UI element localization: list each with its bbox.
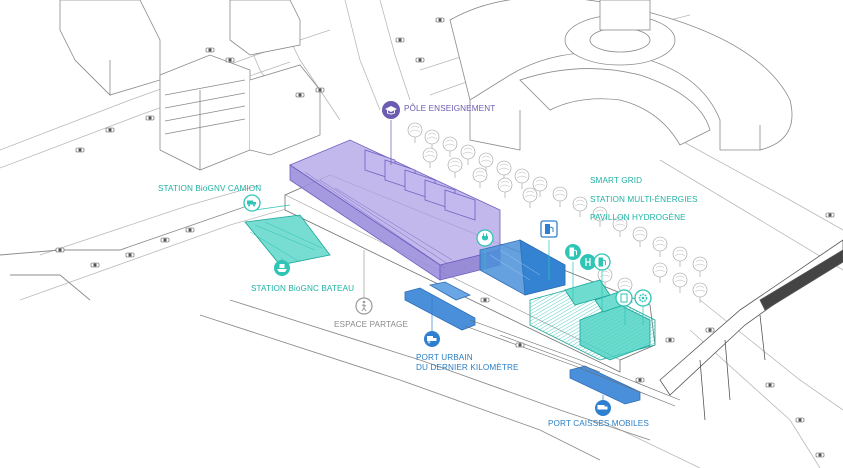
graduation-cap-icon[interactable] xyxy=(382,101,400,119)
label-espace-partage: ESPACE PARTAGE xyxy=(334,320,409,329)
label-smart-grid: SMART GRID xyxy=(590,176,643,185)
gear-icon[interactable] xyxy=(634,289,652,307)
label-pavillon-hydrogene: PAVILLON HYDROGÈNE xyxy=(590,213,686,222)
urban-port-barges xyxy=(404,281,641,405)
fuel-pump-icon[interactable] xyxy=(540,220,558,238)
label-station-biognc-bateau: STATION BioGNC BATEAU xyxy=(251,284,355,293)
pedestrian-icon[interactable] xyxy=(355,297,373,315)
delivery-truck-icon[interactable] xyxy=(424,331,440,347)
label-station-biognv-camion: STATION BioGNV CAMION xyxy=(158,184,262,193)
label-port-caisses-mobiles: PORT CAISSES MOBILES xyxy=(548,419,649,428)
label-pole-enseignement: PÔLE ENSEIGNEMENT xyxy=(404,104,496,113)
fuel-pump-icon[interactable] xyxy=(593,253,611,271)
ring-building xyxy=(449,0,793,151)
biognc-boat-dock xyxy=(244,214,331,266)
label-port-urbain-1: PORT URBAIN xyxy=(416,353,473,362)
label-port-urbain-2: DU DERNIER KILOMÈTRE xyxy=(416,363,519,372)
rail-viaduct xyxy=(659,239,843,421)
hydrogen-icon[interactable] xyxy=(580,254,596,270)
boat-icon[interactable] xyxy=(274,260,290,276)
container-truck-icon[interactable] xyxy=(595,400,611,416)
door-icon[interactable] xyxy=(615,289,633,307)
label-station-multi-energies: STATION MULTI-ÉNERGIES xyxy=(590,195,698,204)
left-buildings xyxy=(59,0,321,171)
energy-zone xyxy=(529,279,656,361)
rail-tracks xyxy=(464,319,681,407)
plug-icon[interactable] xyxy=(476,229,494,247)
quay-edge xyxy=(0,204,651,461)
multimodal-hub xyxy=(479,239,566,296)
truck-icon[interactable] xyxy=(243,194,261,212)
fuel-pump-icon[interactable] xyxy=(565,244,581,260)
